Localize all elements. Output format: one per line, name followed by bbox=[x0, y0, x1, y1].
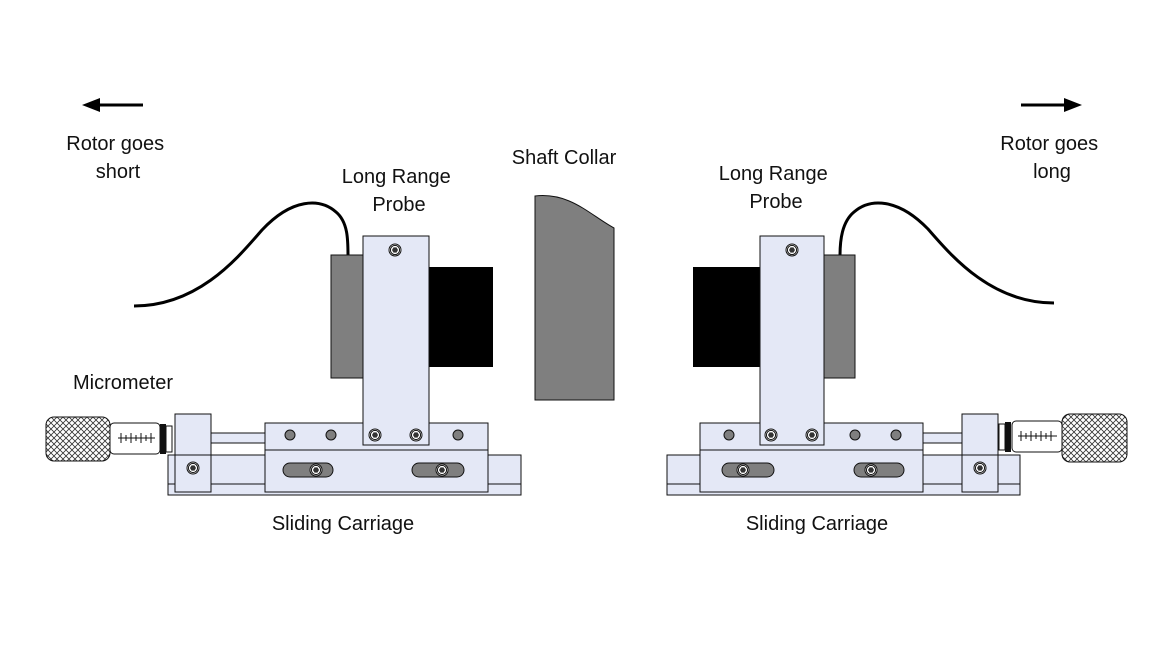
sliding-carriage-label-right: Sliding Carriage bbox=[746, 513, 888, 535]
rotor-long-label: Rotor goes long bbox=[1000, 133, 1103, 183]
micrometer-bracket-left bbox=[174, 413, 212, 493]
probe-cable-left bbox=[133, 201, 350, 308]
probe-bracket-right bbox=[759, 235, 825, 446]
probe-face-left bbox=[426, 267, 493, 367]
shaft-collar-label: Shaft Collar bbox=[512, 147, 617, 169]
rotor-short-label: Rotor goes short bbox=[66, 133, 169, 183]
sliding-carriage-label-left: Sliding Carriage bbox=[272, 513, 414, 535]
arrow-right-icon bbox=[1021, 98, 1082, 112]
probe-right-label: Long Range Probe bbox=[719, 163, 834, 213]
probe-left-label: Long Range Probe bbox=[342, 166, 457, 216]
micrometer-bracket-right bbox=[961, 413, 999, 493]
shaft-collar bbox=[534, 195, 615, 401]
probe-face-right bbox=[693, 267, 760, 367]
left-assembly bbox=[45, 201, 522, 496]
right-assembly bbox=[666, 201, 1128, 496]
micrometer-knob-left bbox=[45, 416, 111, 462]
probe-cable-right bbox=[838, 201, 1055, 305]
micrometer-label: Micrometer bbox=[73, 372, 173, 394]
arrow-left-icon bbox=[82, 98, 143, 112]
micrometer-knob-right bbox=[1061, 413, 1128, 463]
probe-bracket-left bbox=[362, 235, 430, 446]
